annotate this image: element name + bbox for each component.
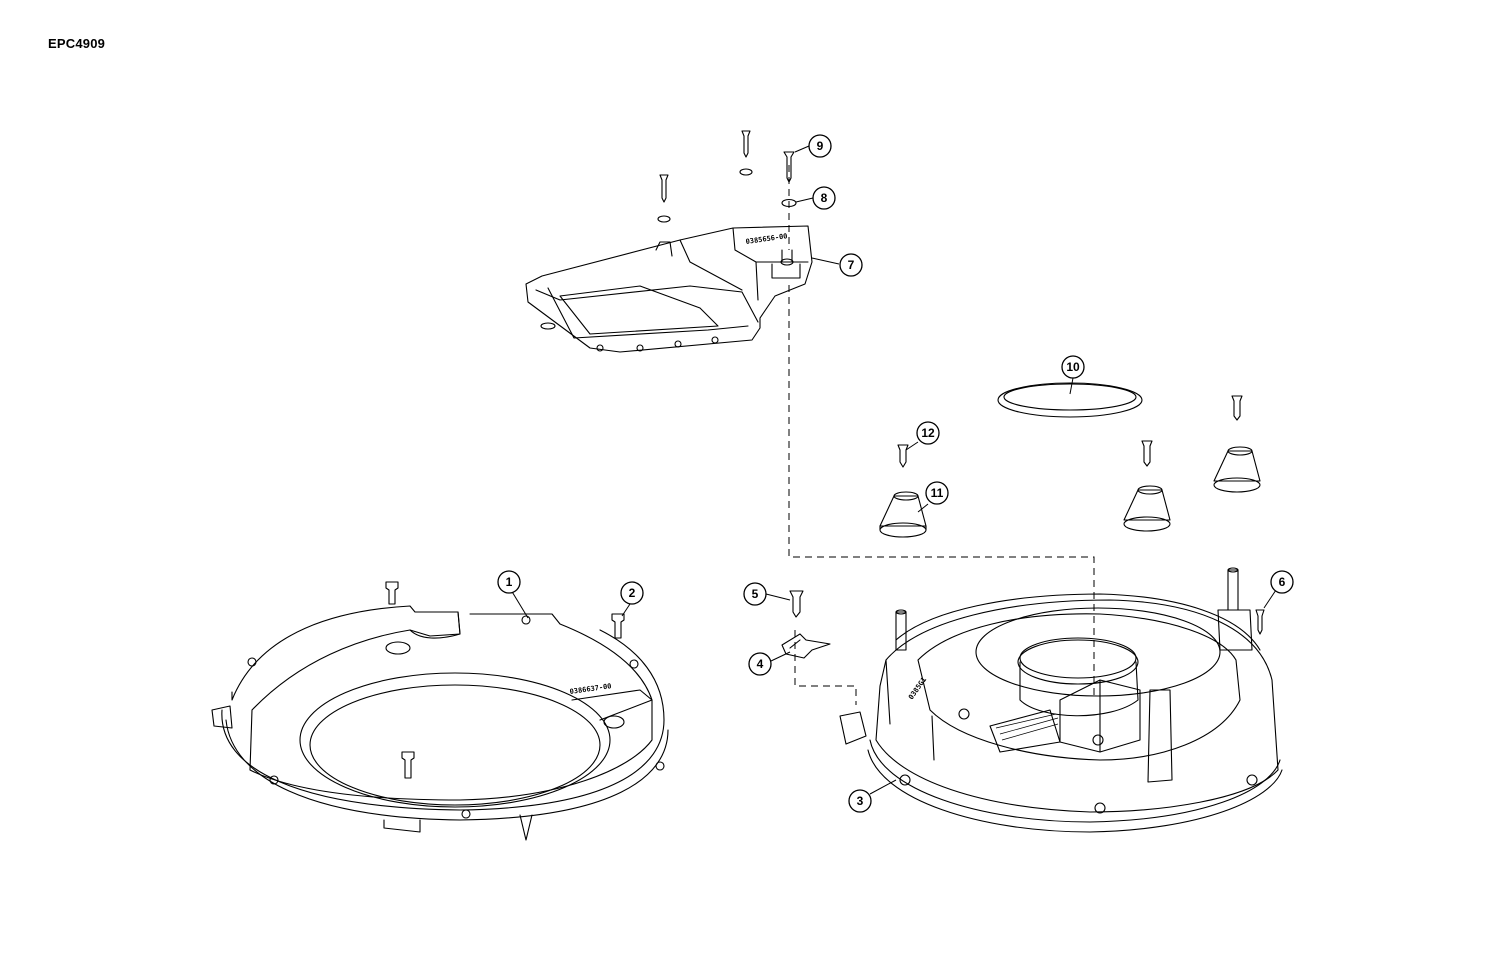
- rubber-foot-right: [1213, 446, 1261, 493]
- svg-text:11: 11: [931, 486, 944, 500]
- duct-part-number-stamp: 0385656-00: [745, 232, 788, 246]
- svg-text:9: 9: [817, 139, 824, 153]
- assembly-guide-lines: [788, 165, 1095, 705]
- svg-text:3: 3: [857, 794, 864, 808]
- ring-part-number-stamp: 0386637-00: [569, 682, 612, 696]
- duct-screws: [657, 130, 797, 223]
- callout-4: 4: [748, 652, 772, 676]
- callout-9: 9: [808, 134, 832, 158]
- ring-bolts: [385, 581, 625, 779]
- leader-lines: [507, 145, 1277, 795]
- ring-frame-part: 0386637-00: [211, 605, 669, 841]
- rubber-foot-middle: [1123, 485, 1171, 532]
- callout-5: 5: [743, 582, 767, 606]
- main-housing-part: 0385G1: [839, 567, 1283, 833]
- callout-8: 8: [812, 186, 836, 210]
- foot-screws: [897, 395, 1243, 468]
- svg-text:5: 5: [752, 587, 759, 601]
- clip-screw: [789, 590, 804, 618]
- clip-part: [781, 633, 831, 659]
- gasket-disc-part: [997, 382, 1143, 418]
- svg-text:6: 6: [1279, 575, 1286, 589]
- callout-1: 1: [497, 570, 521, 594]
- svg-text:8: 8: [821, 191, 828, 205]
- svg-text:1: 1: [506, 575, 513, 589]
- callout-3: 3: [848, 789, 872, 813]
- rubber-foot-left: [879, 491, 927, 538]
- svg-text:10: 10: [1066, 360, 1080, 374]
- svg-text:7: 7: [848, 258, 855, 272]
- callout-6: 6: [1270, 570, 1294, 594]
- diagram-code: EPC4909: [48, 36, 106, 51]
- callout-12: 12: [916, 421, 940, 445]
- svg-text:12: 12: [921, 426, 935, 440]
- callout-11: 11: [925, 481, 949, 505]
- svg-text:2: 2: [629, 586, 636, 600]
- air-duct-part: 0385656-00: [525, 225, 813, 353]
- callout-10: 10: [1061, 355, 1085, 379]
- svg-text:4: 4: [757, 657, 764, 671]
- callout-2: 2: [620, 581, 644, 605]
- callout-7: 7: [839, 253, 863, 277]
